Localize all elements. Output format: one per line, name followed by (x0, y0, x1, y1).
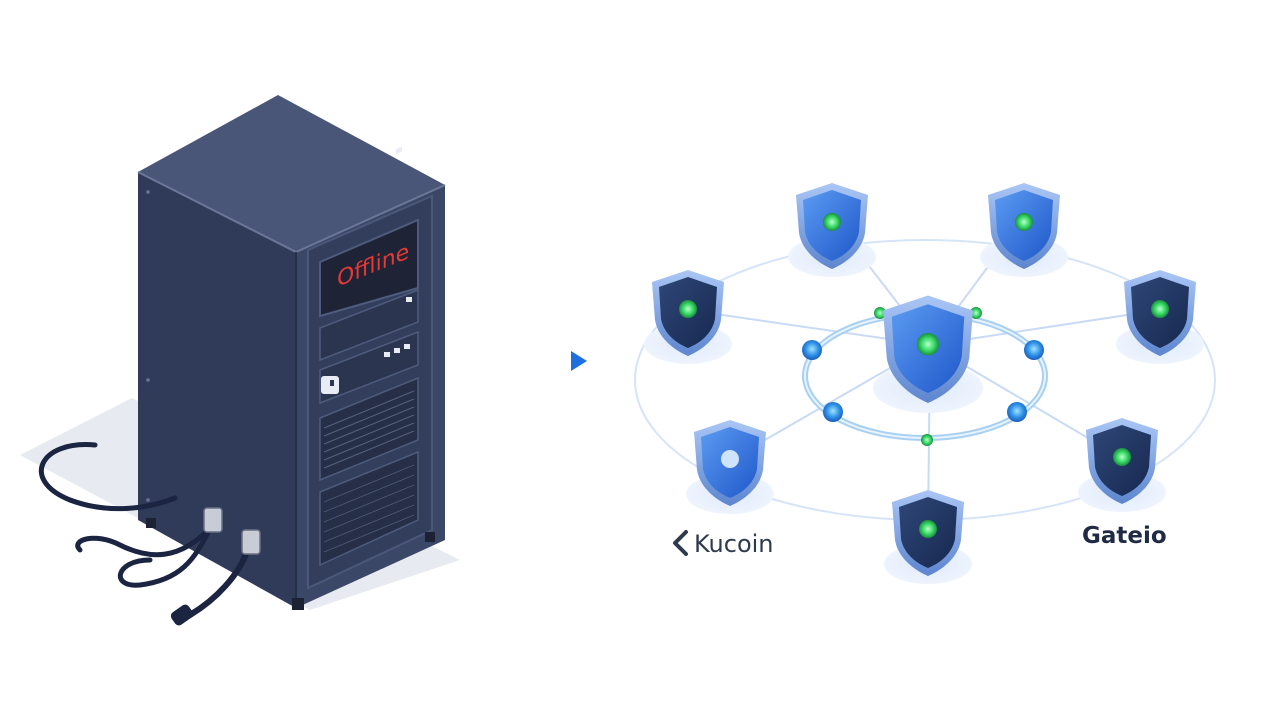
drive-bay-2 (319, 330, 419, 405)
cable-plug-1 (203, 507, 223, 533)
shield-node-top-right (980, 183, 1068, 277)
vent-grille-upper (319, 376, 419, 482)
kucoin-label: Kucoin (694, 530, 774, 558)
status-display (319, 218, 419, 318)
drive-bay-1 (319, 288, 419, 362)
vent-grille-lower (319, 450, 419, 567)
server-tower: Offline (20, 95, 460, 610)
power-cables (38, 442, 261, 626)
gateio-label: Gateio (1082, 523, 1167, 549)
shield-node-bottom-right (1078, 418, 1166, 512)
shield-node-left (644, 270, 732, 364)
status-dot (823, 213, 841, 231)
status-dot (1113, 448, 1131, 466)
server-left-face (138, 172, 296, 608)
shield-node-bottom (884, 490, 972, 584)
status-dot (721, 450, 739, 468)
kucoin-logo-icon (673, 530, 688, 556)
play-arrow-icon (571, 351, 587, 371)
ring-connector-nodes (802, 307, 1044, 446)
shield-node-top-left (788, 183, 876, 277)
status-dot (1015, 213, 1033, 231)
cable-plug-2 (241, 529, 261, 555)
shield-network (634, 183, 1216, 584)
shield-node-right (1116, 270, 1204, 364)
status-dot (1151, 300, 1169, 318)
server-top-face (138, 95, 445, 252)
kucoin-label-group: Kucoin (673, 530, 774, 558)
shield-node-center (873, 295, 983, 413)
shield-node-bottom-left (686, 420, 774, 514)
status-dot (679, 300, 697, 318)
status-dot (919, 520, 937, 538)
status-dot (916, 333, 940, 356)
